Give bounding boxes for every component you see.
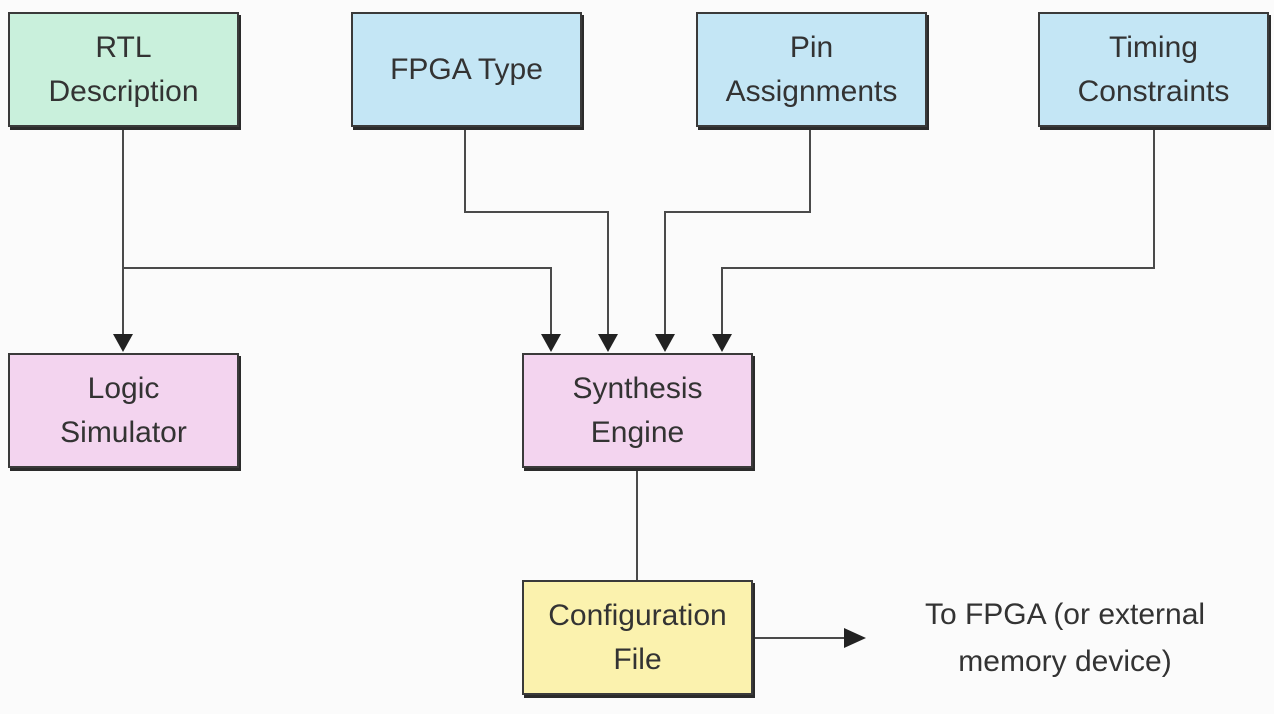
arrowhead-synthesis-rtl [541, 334, 561, 352]
arrowhead-synthesis-pin-assignments [655, 334, 675, 352]
arrowhead-logic-simulator [113, 334, 133, 352]
connector-pin-assignments-to-synthesis [664, 128, 811, 336]
arrowhead-synthesis-fpga-type [598, 334, 618, 352]
connector-timing-constraints-to-synthesis [721, 128, 1155, 336]
connector-rtl-to-synthesis [123, 267, 552, 336]
connector-fpga-type-to-synthesis [464, 128, 609, 336]
arrowhead-synthesis-timing-constraints [712, 334, 732, 352]
fpga-type-label: FPGA Type [390, 52, 543, 86]
arrowhead-to-fpga [844, 628, 866, 648]
fpga-type-box: FPGA Type [351, 12, 582, 127]
